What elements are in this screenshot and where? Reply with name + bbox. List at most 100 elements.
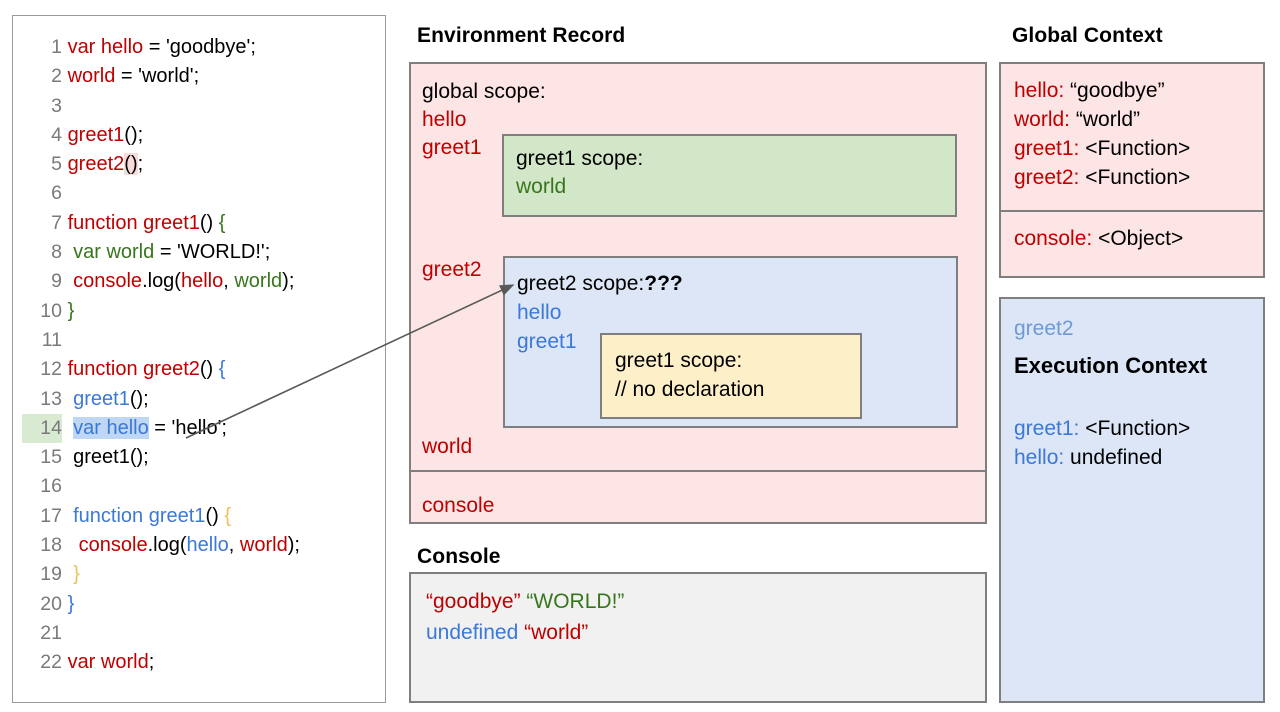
code-token: function greet1 — [67, 504, 206, 527]
console-title: Console — [417, 545, 501, 568]
code-line-number: 22 — [40, 651, 62, 674]
console-line: “goodbye” “WORLD!” — [426, 590, 624, 614]
code-gutter-gap — [62, 475, 68, 497]
execution-context-subject: greet2 — [1014, 317, 1074, 340]
execution-context-entry: hello: undefined — [1014, 446, 1162, 470]
code-token: ); — [287, 534, 300, 557]
global-context-title: Global Context — [1012, 24, 1163, 47]
code-token: () — [199, 211, 219, 234]
entry-key: greet1: — [1014, 417, 1086, 440]
env-var-world: world — [422, 435, 473, 458]
code-token: var world — [67, 241, 155, 264]
code-token: function greet2 — [67, 358, 200, 381]
code-token: world — [234, 270, 283, 293]
entry-key: hello: — [1014, 446, 1071, 469]
code-line[interactable]: 5 greet2(); — [22, 150, 381, 179]
env-var-console: console — [422, 494, 495, 517]
code-editor-panel[interactable]: 1 var hello = 'goodbye';2 world = 'world… — [12, 15, 386, 703]
code-line-number: 2 — [51, 65, 62, 88]
greet1-inner-scope-note: // no declaration — [615, 378, 765, 401]
code-token: () — [205, 504, 225, 527]
code-token: } — [67, 592, 75, 615]
code-line[interactable]: 13 greet1(); — [22, 385, 381, 414]
code-token: greet1 — [67, 387, 130, 410]
code-token: { — [218, 211, 226, 234]
entry-value: “world” — [1075, 108, 1141, 131]
code-token: .log( — [147, 534, 187, 557]
code-line-number: 12 — [40, 358, 62, 381]
console-line: undefined “world” — [426, 621, 588, 645]
code-line[interactable]: 17 function greet1() { — [22, 502, 381, 531]
code-line[interactable]: 9 console.log(hello, world); — [22, 267, 381, 296]
global-context-entry: world: “world” — [1014, 108, 1140, 132]
code-token: , — [228, 534, 240, 557]
code-line-number: 17 — [40, 504, 62, 527]
env-var-hello: hello — [422, 108, 467, 131]
code-token: ; — [148, 651, 155, 674]
global-context-entry: console: <Object> — [1014, 227, 1183, 251]
code-line-number: 6 — [51, 182, 62, 205]
code-line[interactable]: 21 — [22, 619, 381, 648]
code-token: 'goodbye'; — [165, 36, 256, 58]
code-line[interactable]: 14 var hello = 'hello'; — [22, 413, 381, 444]
code-line-number: 9 — [51, 270, 62, 293]
console-token: “world” — [524, 621, 589, 644]
code-line[interactable]: 2 world = 'world'; — [22, 62, 381, 91]
console-output-box: “goodbye” “WORLD!” undefined “world” — [409, 572, 987, 703]
code-token: } — [67, 299, 75, 322]
code-token: { — [224, 504, 232, 527]
global-context-box: hello: “goodbye” world: “world” greet1: … — [999, 62, 1265, 278]
global-context-entry: hello: “goodbye” — [1014, 79, 1165, 103]
code-line[interactable]: 4 greet1(); — [22, 121, 381, 150]
code-line[interactable]: 11 — [22, 326, 381, 355]
greet1-scope-box: greet1 scope: world — [502, 134, 957, 217]
code-line[interactable]: 20 } — [22, 590, 381, 619]
code-token: = — [143, 36, 166, 58]
code-line-number: 13 — [40, 387, 62, 410]
global-scope-label: global scope: — [422, 80, 546, 103]
code-line-number: 11 — [41, 328, 62, 351]
code-line[interactable]: 18 console.log(hello, world); — [22, 531, 381, 560]
code-line[interactable]: 6 — [22, 179, 381, 208]
code-token: (); — [124, 123, 144, 146]
code-line[interactable]: 19 } — [22, 560, 381, 589]
code-line[interactable]: 12 function greet2() { — [22, 355, 381, 384]
code-token: .log( — [142, 270, 181, 293]
env-var-greet1: greet1 — [422, 136, 482, 159]
entry-value: <Function> — [1085, 166, 1191, 189]
env-var-greet2: greet2 — [422, 258, 482, 281]
code-line[interactable]: 1 var hello = 'goodbye'; — [22, 33, 381, 62]
execution-context-entry: greet1: <Function> — [1014, 417, 1190, 441]
code-line[interactable]: 10 } — [22, 297, 381, 326]
entry-key: console: — [1014, 227, 1099, 250]
code-token: () — [124, 153, 138, 176]
code-line[interactable]: 22 var world; — [22, 648, 381, 677]
code-token: } — [67, 563, 80, 586]
code-token: hello — [180, 270, 224, 293]
code-token: = 'hello'; — [148, 416, 227, 439]
code-line[interactable]: 16 — [22, 472, 381, 501]
entry-value: undefined — [1070, 446, 1163, 469]
code-line-number: 3 — [51, 94, 62, 117]
code-token: function greet1 — [67, 211, 200, 234]
entry-key: world: — [1014, 108, 1076, 131]
code-line[interactable]: 8 var world = 'WORLD!'; — [22, 238, 381, 267]
entry-value: <Object> — [1098, 227, 1184, 250]
code-line[interactable]: 3 — [22, 92, 381, 121]
code-token: var world — [67, 651, 149, 674]
code-line-number: 4 — [51, 123, 62, 146]
entry-value: “goodbye” — [1070, 79, 1165, 102]
code-line[interactable]: 7 function greet1() { — [22, 209, 381, 238]
code-token: world — [67, 65, 116, 88]
code-gutter-gap — [62, 622, 68, 644]
entry-value: <Function> — [1085, 417, 1191, 440]
code-token: world — [239, 534, 288, 557]
code-token: greet2 — [67, 153, 125, 176]
entry-key: greet1: — [1014, 137, 1086, 160]
global-context-divider — [999, 210, 1265, 212]
code-line[interactable]: 15 greet1(); — [22, 443, 381, 472]
greet2-scope-unknown-marker: ??? — [644, 272, 683, 295]
code-token: greet1(); — [67, 446, 149, 469]
environment-record-title: Environment Record — [417, 24, 626, 47]
